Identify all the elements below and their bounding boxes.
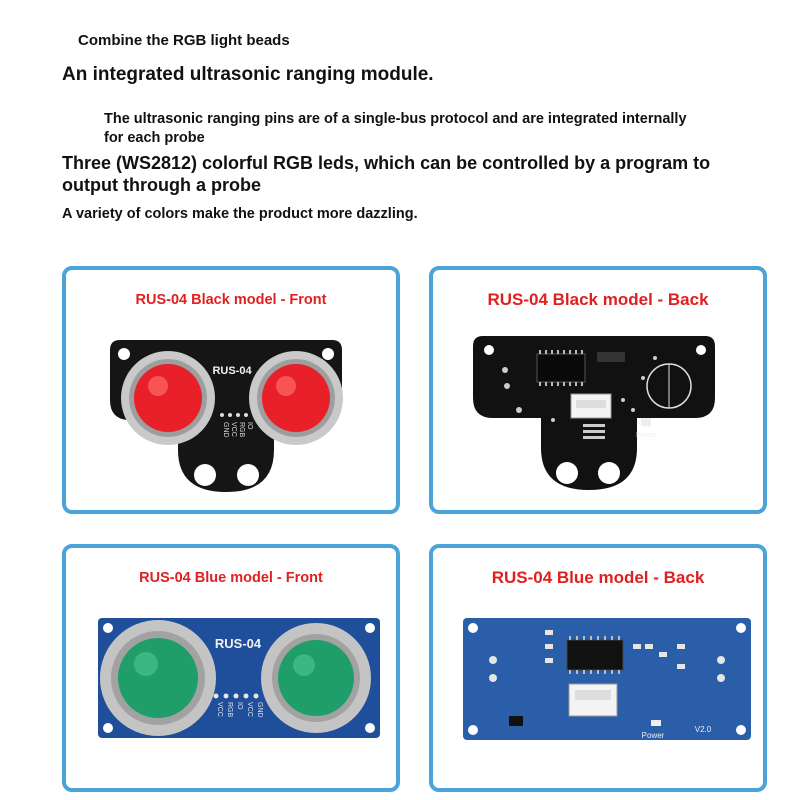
black-front-board-label: RUS-04 <box>212 365 252 377</box>
blue-back-caption: RUS-04 Blue model - Back <box>491 568 705 587</box>
black-front-pin-label: RGB <box>238 422 245 438</box>
blue-front-pin-label: GND <box>256 702 263 718</box>
blue-front-board-image: RUS-04 VCC RGB IO VCC GND <box>98 618 380 738</box>
black-front-pin-label: IO <box>246 422 253 430</box>
blue-front-pin-label: VCC <box>246 702 253 717</box>
blue-model-back-card: RUS-04 Blue model - Back Power V2.0 <box>429 544 767 792</box>
heading-line-2: An integrated ultrasonic ranging module. <box>62 64 434 85</box>
blue-front-pin-label: IO <box>236 702 243 710</box>
black-back-caption: RUS-04 Black model - Back <box>487 290 709 309</box>
heading-line-5: A variety of colors make the product mor… <box>62 206 418 222</box>
black-model-back-card: RUS-04 Black model - Back Power <box>429 266 767 514</box>
heading-line-4: Three (WS2812) colorful RGB leds, which … <box>62 153 711 195</box>
black-back-power-label: Power <box>636 432 657 439</box>
black-back-board-image: Power <box>473 336 715 490</box>
black-front-pin-label: VCC <box>230 422 237 437</box>
blue-front-pin-label: RGB <box>226 702 233 718</box>
black-front-board-image: RUS-04 GND VCC RGB IO <box>110 340 343 492</box>
blue-front-pin-label: VCC <box>216 702 223 717</box>
black-front-pin-label: GND <box>222 422 229 438</box>
blue-model-front-card: RUS-04 Blue model - Front RUS-04 VCC RGB… <box>62 544 400 792</box>
blue-front-board-label: RUS-04 <box>215 636 262 651</box>
black-front-caption: RUS-04 Black model - Front <box>135 292 327 308</box>
blue-back-board-image: Power V2.0 <box>463 618 751 740</box>
blue-back-power-label: Power <box>642 731 665 740</box>
heading-line-3: The ultrasonic ranging pins are of a sin… <box>104 111 687 146</box>
black-model-front-card: RUS-04 Black model - Front RUS-04 GND VC… <box>62 266 400 514</box>
heading-line-1: Combine the RGB light beads <box>78 32 290 49</box>
blue-front-caption: RUS-04 Blue model - Front <box>139 570 323 586</box>
blue-back-version-label: V2.0 <box>695 725 712 734</box>
